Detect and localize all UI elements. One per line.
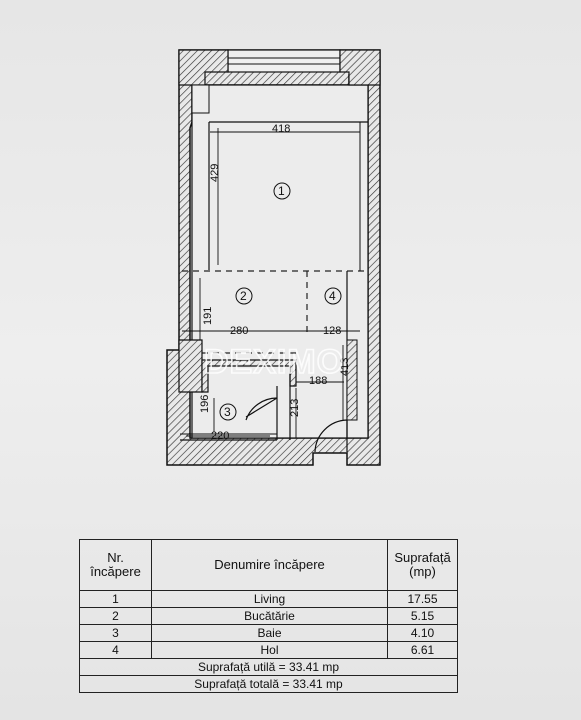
header-name: Denumire încăpere (151, 539, 388, 591)
room-marker-4: 4 (324, 287, 342, 305)
bathroom-door (245, 397, 278, 421)
floor-plan: 418 429 191 280 128 413 188 196 213 220 … (166, 49, 381, 466)
dim-bath-depth: 196 (199, 395, 211, 413)
dim-bath-depth-right: 213 (289, 399, 301, 417)
total-area-text: Suprafață totală = 33.41 mp (79, 675, 458, 693)
cell-area: 5.15 (387, 607, 458, 625)
dim-hall-width: 128 (323, 325, 341, 337)
cell-nr: 3 (79, 624, 152, 642)
cell-area: 4.10 (387, 624, 458, 642)
dim-hall-lower-width: 188 (309, 375, 327, 387)
entrance-door (314, 419, 348, 453)
svg-text:3: 3 (224, 405, 231, 419)
total-area-row: Suprafață totală = 33.41 mp (79, 675, 458, 693)
svg-text:1: 1 (278, 184, 285, 198)
cell-name: Baie (151, 624, 388, 642)
table-row: 4 Hol 6.61 (79, 641, 458, 659)
cell-area: 17.55 (387, 590, 458, 608)
cell-nr: 1 (79, 590, 152, 608)
table-row: 2 Bucătărie 5.15 (79, 607, 458, 625)
window-top (227, 49, 341, 73)
cell-nr: 2 (79, 607, 152, 625)
watermark-logo: DEXIMO (204, 343, 344, 381)
cell-name: Hol (151, 641, 388, 659)
table-header-row: Nr. încăpere Denumire încăpere Suprafață… (79, 539, 458, 591)
cell-nr: 4 (79, 641, 152, 659)
svg-text:4: 4 (329, 289, 336, 303)
room-marker-1: 1 (273, 182, 291, 200)
header-area: Suprafață (mp) (387, 539, 458, 591)
dim-kitchen-width: 280 (230, 325, 248, 337)
room-marker-2: 2 (235, 287, 253, 305)
cell-area: 6.61 (387, 641, 458, 659)
table-row: 3 Baie 4.10 (79, 624, 458, 642)
svg-text:2: 2 (240, 289, 247, 303)
table-row: 1 Living 17.55 (79, 590, 458, 608)
dim-kitchen-depth: 191 (202, 307, 214, 325)
header-nr: Nr. încăpere (79, 539, 152, 591)
room-marker-3: 3 (219, 403, 237, 421)
room-area-table: Nr. încăpere Denumire încăpere Suprafață… (79, 539, 458, 693)
cell-name: Bucătărie (151, 607, 388, 625)
dim-living-width: 418 (272, 123, 290, 135)
interior-floor (191, 84, 369, 439)
usable-area-row: Suprafață utilă = 33.41 mp (79, 658, 458, 676)
usable-area-text: Suprafață utilă = 33.41 mp (79, 658, 458, 676)
dim-bath-width: 220 (211, 430, 229, 442)
cell-name: Living (151, 590, 388, 608)
dim-living-depth: 429 (209, 164, 221, 182)
dim-hall-depth: 413 (339, 358, 351, 376)
